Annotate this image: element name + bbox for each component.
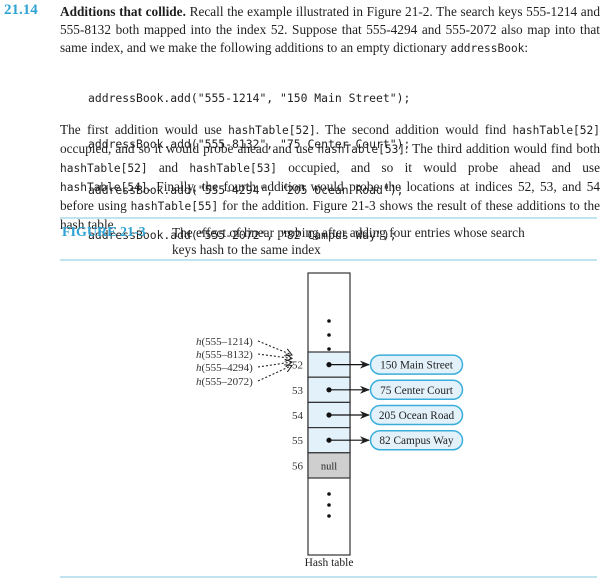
ellipsis-dot — [327, 347, 331, 351]
inline-code: hashTable[54] — [60, 181, 148, 194]
ellipsis-dot — [327, 333, 331, 337]
inline-code: hashTable[52] — [60, 162, 148, 175]
hash-function-calls: h(555–1214)h(555–8132)h(555–4294)h(555–2… — [196, 336, 292, 388]
ellipsis-dot — [327, 492, 331, 496]
figure-bottom-rule — [60, 576, 597, 578]
text-run: for the addition. Figure 21-3 shows the … — [60, 198, 601, 232]
hash-probe-arrow — [257, 362, 292, 368]
hash-function-arg: (555–1214) — [202, 336, 254, 348]
figure-top-rule — [60, 217, 597, 219]
text-run: . Finally, the fourth addition would pro… — [60, 179, 600, 213]
text-run: . The second addition would find — [315, 122, 513, 137]
hash-call-label: h(555–2072) — [196, 376, 253, 388]
inline-code: hashTable[53] — [317, 143, 406, 156]
hash-table: 52 53 54 55 56 null — [292, 272, 370, 556]
value-bubble — [369, 404, 464, 426]
hash-function-name: h — [196, 362, 202, 374]
intro-code-addressBook: addressBook — [450, 42, 525, 55]
hash-probe-arrow — [257, 353, 292, 359]
intro-text: Recall the example illustrated in Figure… — [60, 4, 601, 55]
value-text: 150 Main Street — [380, 360, 454, 372]
figure-caption: The effect of linear probing after addin… — [172, 225, 525, 257]
value-text: 82 Campus Way — [379, 435, 454, 447]
figure-label: FIGURE 21-3 — [62, 225, 146, 240]
hash-probe-arrow — [257, 366, 292, 382]
cell-index: 53 — [292, 385, 304, 397]
code-line: addressBook.add("555-1214", "150 Main St… — [88, 91, 411, 106]
value-bubble — [369, 379, 464, 401]
hash-function-arg: (555–8132) — [202, 349, 254, 361]
hash-table-label: Hash table — [305, 557, 354, 569]
code-block: addressBook.add("555-1214", "150 Main St… — [88, 61, 410, 259]
hash-call-label: h(555–1214) — [196, 336, 253, 348]
hash-function-name: h — [196, 336, 202, 348]
cell-index: 54 — [292, 410, 304, 422]
section-heading: Additions that collide. — [60, 4, 186, 19]
text-run: and — [147, 160, 190, 175]
inline-code: hashTable[55] — [130, 200, 219, 213]
hash-call-label: h(555–4294) — [196, 362, 253, 374]
hash-probe-arrow — [257, 340, 292, 355]
ellipsis-dot — [327, 503, 331, 507]
text-run: The first addition would use — [60, 122, 229, 137]
intro-paragraph: Additions that collide. Recall the examp… — [60, 3, 600, 58]
inline-code: hashTable[52] — [512, 124, 600, 137]
value-bubble — [369, 354, 464, 375]
hash-function-name: h — [196, 376, 202, 388]
cell-index: 56 — [292, 460, 304, 472]
text-run: . The third addition would find both — [405, 141, 600, 156]
section-number: 21.14 — [4, 2, 38, 18]
intro-text-end: : — [524, 40, 529, 55]
value-text: 205 Ocean Road — [379, 410, 455, 422]
inline-code: hashTable[53] — [189, 162, 277, 175]
value-entries: 150 Main Street 75 Center Court 205 Ocean … — [369, 354, 464, 451]
ellipsis-dot — [327, 514, 331, 518]
hash-function-arg: (555–2072) — [202, 376, 254, 388]
text-run: occupied, and so it would probe ahead an… — [60, 141, 318, 156]
text-run: occupied, and so it would probe ahead an… — [276, 160, 600, 175]
inline-code: hashTable[52] — [228, 124, 316, 137]
code-line: addressBook.add("555-8132", "75 Center C… — [88, 137, 411, 152]
explanation-paragraph: The first addition would use hashTable[5… — [60, 121, 600, 234]
hash-function-name: h — [196, 349, 202, 361]
ellipsis-dot — [327, 319, 331, 323]
cell-index: 55 — [292, 435, 304, 447]
code-line: addressBook.add("555-2072", "82 Campus W… — [88, 228, 397, 243]
figure-caption-rule — [60, 259, 597, 261]
value-bubble — [369, 429, 464, 451]
table-cell — [307, 452, 351, 479]
hash-call-label: h(555–8132) — [196, 349, 253, 361]
cell-index: 52 — [292, 360, 303, 372]
null-value: null — [321, 461, 337, 472]
code-line: addressBook.add("555-4294", "205 Ocean R… — [88, 182, 404, 197]
hash-function-arg: (555–4294) — [202, 362, 254, 374]
value-text: 75 Center Court — [380, 385, 454, 397]
